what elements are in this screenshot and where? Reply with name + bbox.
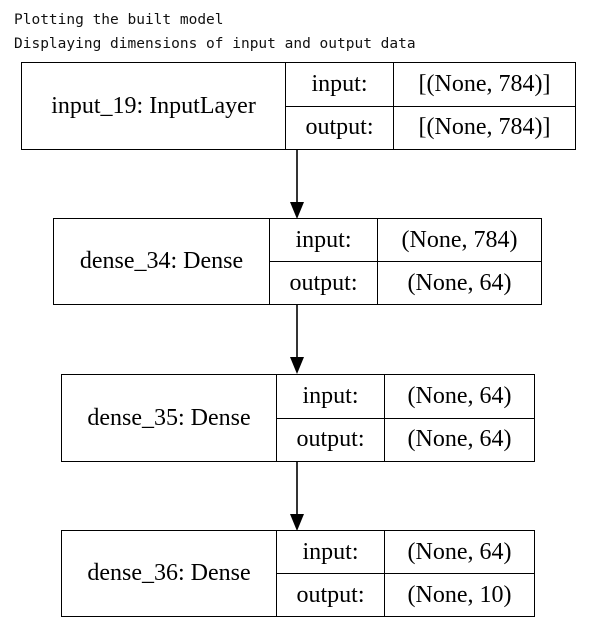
layer-keys: input: output: (277, 375, 385, 461)
layer-node-input-19: input_19: InputLayer input: output: [(No… (21, 62, 576, 150)
console-line-plotting: Plotting the built model (14, 12, 224, 28)
input-label: input: (277, 375, 384, 419)
input-value: (None, 64) (385, 375, 534, 419)
input-label: input: (286, 63, 393, 107)
layer-keys: input: output: (277, 531, 385, 616)
layer-node-dense-36: dense_36: Dense input: output: (None, 64… (61, 530, 535, 617)
layer-keys: input: output: (286, 63, 394, 149)
arrow-dense34-to-dense35 (290, 304, 304, 374)
output-label: output: (296, 426, 365, 453)
input-label: input: (277, 531, 384, 574)
output-label: output: (305, 114, 374, 141)
layer-name: dense_35: Dense (62, 375, 277, 461)
arrow-input19-to-dense34 (290, 149, 304, 219)
arrow-dense35-to-dense36 (290, 461, 304, 531)
layer-node-dense-35: dense_35: Dense input: output: (None, 64… (61, 374, 535, 462)
layer-name: dense_36: Dense (62, 531, 277, 616)
layer-name: dense_34: Dense (54, 219, 270, 304)
output-value: [(None, 784)] (418, 114, 551, 141)
layer-node-dense-34: dense_34: Dense input: output: (None, 78… (53, 218, 542, 305)
console-line-dimensions: Displaying dimensions of input and outpu… (14, 36, 416, 52)
layer-values: [(None, 784)] [(None, 784)] (394, 63, 575, 149)
output-value: (None, 64) (407, 269, 512, 296)
layer-values: (None, 64) (None, 10) (385, 531, 534, 616)
layer-values: (None, 784) (None, 64) (378, 219, 541, 304)
output-value: (None, 10) (407, 581, 512, 608)
layer-keys: input: output: (270, 219, 378, 304)
input-value: [(None, 784)] (394, 63, 575, 107)
output-label: output: (296, 581, 365, 608)
output-label: output: (289, 269, 358, 296)
output-value: (None, 64) (407, 426, 512, 453)
input-value: (None, 784) (378, 219, 541, 262)
layer-values: (None, 64) (None, 64) (385, 375, 534, 461)
layer-name: input_19: InputLayer (22, 63, 286, 149)
input-label: input: (270, 219, 377, 262)
input-value: (None, 64) (385, 531, 534, 574)
